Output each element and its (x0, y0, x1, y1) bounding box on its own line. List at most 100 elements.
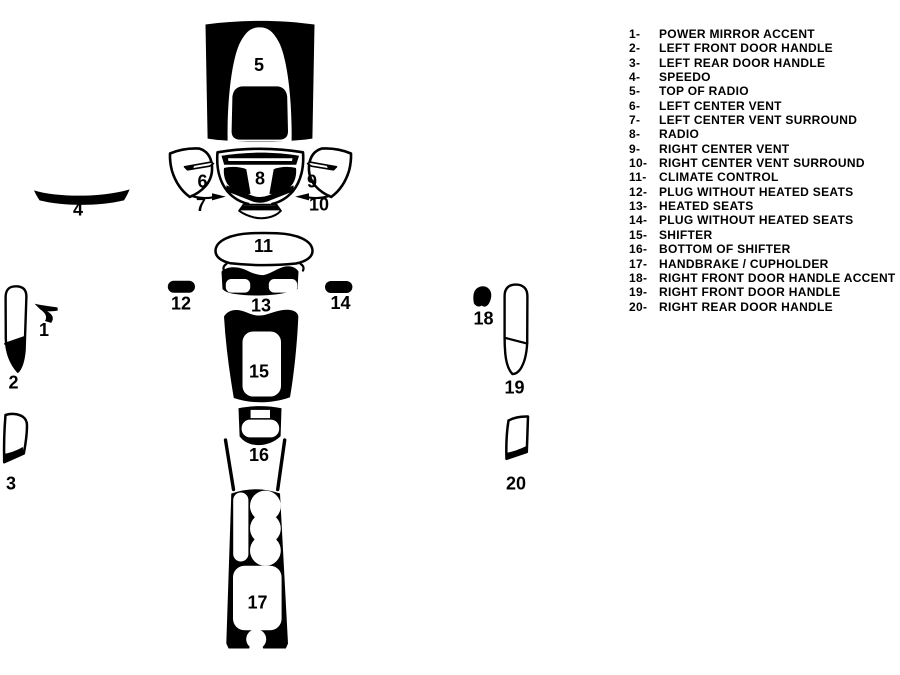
heated-seats-right-button (268, 279, 298, 293)
part-heated-seats (221, 266, 299, 296)
legend-item-label: RIGHT FRONT DOOR HANDLE (659, 285, 841, 300)
part-label-18: 18 (473, 309, 493, 329)
legend-item-number: 1- (629, 27, 641, 41)
right-rear-door-handle-bottom-fill (506, 446, 527, 459)
part-plug-right-shape (325, 281, 353, 293)
part-left-rear-door-handle (2, 412, 29, 464)
part-label-11: 11 (254, 236, 273, 256)
climate-control-right-hook (299, 262, 305, 272)
legend-item-number: 2- (629, 41, 641, 56)
climate-control-outline (214, 231, 314, 267)
legend-item-label: RIGHT FRONT DOOR HANDLE ACCENT (659, 270, 896, 285)
part-bottom-of-shifter (238, 406, 282, 446)
radio-bottom-tab-band (240, 205, 280, 211)
legend-item-label: PLUG WITHOUT HEATED SEATS (659, 184, 854, 199)
legend-item-label: TOP OF RADIO (659, 84, 749, 99)
legend-item-label: RIGHT CENTER VENT (659, 141, 790, 156)
left-front-door-handle-divider (4, 335, 26, 345)
legend-row: 16- BOTTOM OF SHIFTER (629, 242, 896, 256)
part-label-20: 20 (506, 474, 526, 494)
legend-item-number: 3- (629, 55, 641, 70)
part-plug-left-shape (167, 280, 195, 293)
part-label-10: 10 (309, 195, 329, 215)
bottom-of-shifter-slot (250, 409, 270, 419)
legend-row: 3- LEFT REAR DOOR HANDLE (629, 56, 896, 70)
part-label-4: 4 (73, 200, 83, 220)
legend-item-label: LEFT REAR DOOR HANDLE (659, 55, 826, 70)
handbrake-slot (233, 492, 249, 562)
legend-row: 15-SHIFTER (629, 228, 896, 242)
part-top-of-radio (205, 20, 315, 142)
legend-row: 7-LEFT CENTER VENT SURROUND (629, 113, 896, 127)
legend-row: 9- RIGHT CENTER VENT (629, 142, 896, 156)
legend-item-number: 6- (629, 98, 641, 113)
legend-item-label: BOTTOM OF SHIFTER (659, 242, 791, 257)
legend-row: 14- PLUG WITHOUT HEATED SEATS (629, 213, 896, 227)
legend-row: 8-RADIO (629, 127, 896, 141)
legend-item-label: HEATED SEATS (659, 199, 754, 214)
legend-row: 18-RIGHT FRONT DOOR HANDLE ACCENT (629, 271, 896, 285)
legend-row: 17- HANDBRAKE / CUPHOLDER (629, 257, 896, 271)
radio-top-band-slit (228, 158, 293, 161)
left-vent-slat-tip (184, 165, 195, 170)
legend-row: 2-LEFT FRONT DOOR HANDLE (629, 41, 896, 55)
part-label-9: 9 (307, 172, 317, 192)
part-right-rear-door-handle (505, 415, 530, 461)
part-label-1: 1 (39, 320, 49, 340)
legend-row: 4- SPEEDO (629, 70, 896, 84)
right-front-door-handle-divider (503, 336, 529, 345)
legend-item-number: 15- (629, 227, 648, 242)
legend-row: 5-TOP OF RADIO (629, 84, 896, 98)
part-left-front-door-handle (4, 285, 28, 373)
legend-item-number: 13- (629, 199, 648, 214)
legend-item-number: 10- (629, 156, 648, 171)
legend-item-number: 14- (629, 213, 648, 228)
part-handbrake-cupholder (223, 438, 288, 652)
left-surround-pointer-line (190, 194, 214, 200)
console-left-rail (223, 438, 236, 492)
legend-item-label: PLUG WITHOUT HEATED SEATS (659, 213, 854, 228)
cupholder-middle (250, 513, 281, 544)
part-power-mirror-accent-shape (34, 303, 58, 323)
cupholder-bottom (250, 535, 281, 566)
legend-item-number: 16- (629, 242, 648, 257)
left-rear-door-handle-bottom-fill (4, 447, 24, 463)
top-of-radio-inner-panel (231, 86, 289, 140)
console-keyhole-stem (247, 644, 265, 652)
part-label-13: 13 (251, 296, 271, 316)
legend: 1-POWER MIRROR ACCENT 2-LEFT FRONT DOOR … (629, 27, 896, 314)
legend-item-number: 19- (629, 285, 648, 300)
part-label-8: 8 (255, 169, 265, 189)
part-label-16: 16 (249, 445, 269, 465)
left-front-door-handle-lower-fill (5, 337, 25, 372)
legend-row: 6- LEFT CENTER VENT (629, 99, 896, 113)
left-vent-surround-shape (168, 147, 214, 199)
legend-item-label: LEFT CENTER VENT (659, 98, 782, 113)
legend-item-number: 17- (629, 256, 648, 271)
part-label-14: 14 (330, 293, 350, 313)
legend-item-number: 7- (629, 113, 641, 128)
console-tray-opening (233, 565, 282, 631)
legend-item-number: 4- (629, 70, 641, 85)
legend-item-label: HANDBRAKE / CUPHOLDER (659, 256, 829, 271)
legend-item-label: SPEEDO (659, 70, 711, 85)
shifter-opening (242, 331, 281, 397)
legend-item-number: 8- (629, 127, 641, 142)
legend-row: 1-POWER MIRROR ACCENT (629, 27, 896, 41)
part-label-17: 17 (247, 593, 267, 613)
left-surround-pointer-arrowhead (212, 193, 226, 201)
part-climate-control (214, 231, 314, 272)
part-left-center-vent-surround (168, 147, 226, 201)
part-label-5: 5 (254, 55, 264, 75)
bottom-of-shifter-opening (241, 419, 280, 438)
console-keyhole-circle (246, 629, 267, 650)
legend-item-number: 9- (629, 141, 641, 156)
part-label-2: 2 (8, 373, 18, 393)
part-label-19: 19 (504, 378, 524, 398)
legend-row: 11-CLIMATE CONTROL (629, 170, 896, 184)
cupholder-top (250, 490, 281, 522)
part-shifter (224, 309, 299, 403)
part-label-7: 7 (196, 195, 206, 215)
